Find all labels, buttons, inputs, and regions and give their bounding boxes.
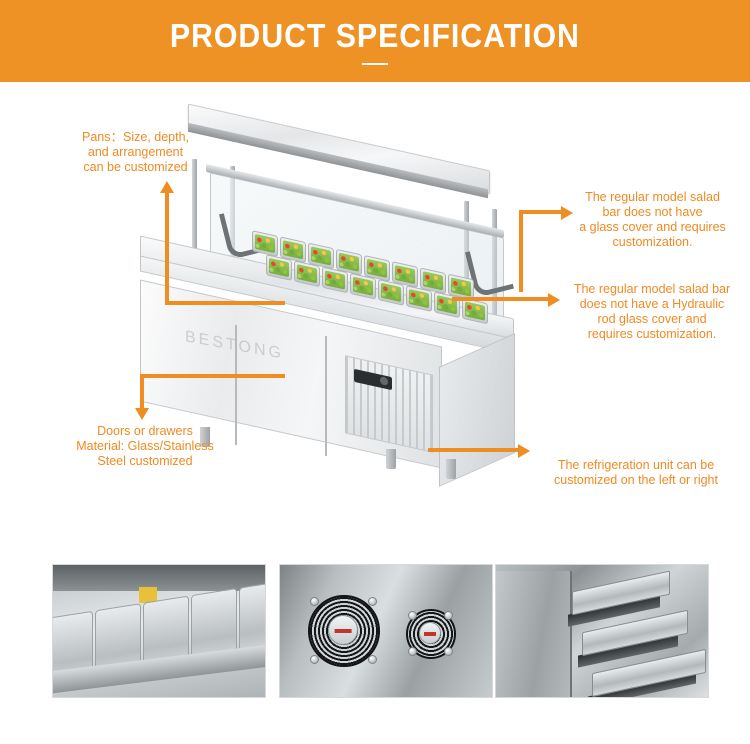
page-title: PRODUCT SPECIFICATION xyxy=(169,17,581,54)
callout-arrowhead-hydraulic xyxy=(548,293,560,307)
callout-line-glass-vertical xyxy=(519,210,523,292)
callout-arrowhead-refrigeration xyxy=(518,444,530,458)
callout-line-glass-horizontal xyxy=(519,210,563,214)
callout-line-doors-horizontal xyxy=(140,374,285,378)
pans-detail-backsplash xyxy=(53,565,265,591)
callout-text-hydraulic-rod: The regular model salad bar does not hav… xyxy=(573,282,731,341)
thumbnail-pans-detail xyxy=(52,564,266,698)
cabinet-leg xyxy=(200,427,210,447)
product-illustration: BESTONG xyxy=(140,103,570,537)
callout-line-refrigeration xyxy=(428,448,520,452)
fan-mount-screw xyxy=(408,647,417,656)
callout-line-pans-vertical xyxy=(165,193,169,303)
fan-mount-screw xyxy=(444,647,453,656)
callout-arrowhead-doors xyxy=(135,408,149,420)
callout-line-doors-vertical xyxy=(140,374,144,410)
detail-thumbnail-row xyxy=(0,556,750,706)
fan-mount-screw xyxy=(310,597,319,606)
callout-line-hydraulic xyxy=(452,297,550,301)
cabinet-door-divider xyxy=(325,335,327,457)
cooling-fan-small-hub xyxy=(419,622,441,644)
thumbnail-drawers-detail xyxy=(495,564,709,698)
drawers-detail-cabinet-body xyxy=(496,571,572,697)
fan-mount-screw xyxy=(368,597,377,606)
callout-text-pans: Pans：Size, depth, and arrangement can be… xyxy=(81,130,189,174)
callout-line-pans-horizontal xyxy=(165,301,285,305)
shelf-leg xyxy=(192,159,197,277)
pans-detail-label-tag xyxy=(139,587,157,603)
fan-mount-screw xyxy=(408,611,417,620)
callout-text-doors-drawers: Doors or drawers Material: Glass/Stainle… xyxy=(76,424,214,468)
callout-text-glass-cover: The regular model salad bar does not hav… xyxy=(579,190,726,249)
fan-mount-screw xyxy=(368,655,377,664)
cooling-fan-large-hub xyxy=(328,615,358,645)
cabinet-leg xyxy=(446,459,456,479)
thumbnail-fans-detail xyxy=(279,564,493,698)
fan-mount-screw xyxy=(444,611,453,620)
cabinet-leg xyxy=(386,449,396,469)
header-banner: PRODUCT SPECIFICATION xyxy=(0,0,750,82)
callout-text-refrigeration-unit: The refrigeration unit can be customized… xyxy=(554,458,718,487)
product-diagram: BESTONG Pans：Size, depth, and arrangemen… xyxy=(0,82,750,552)
fan-mount-screw xyxy=(310,655,319,664)
title-underline-rule xyxy=(362,63,388,65)
callout-arrowhead-pans xyxy=(160,181,174,193)
callout-arrowhead-glass xyxy=(561,206,573,220)
